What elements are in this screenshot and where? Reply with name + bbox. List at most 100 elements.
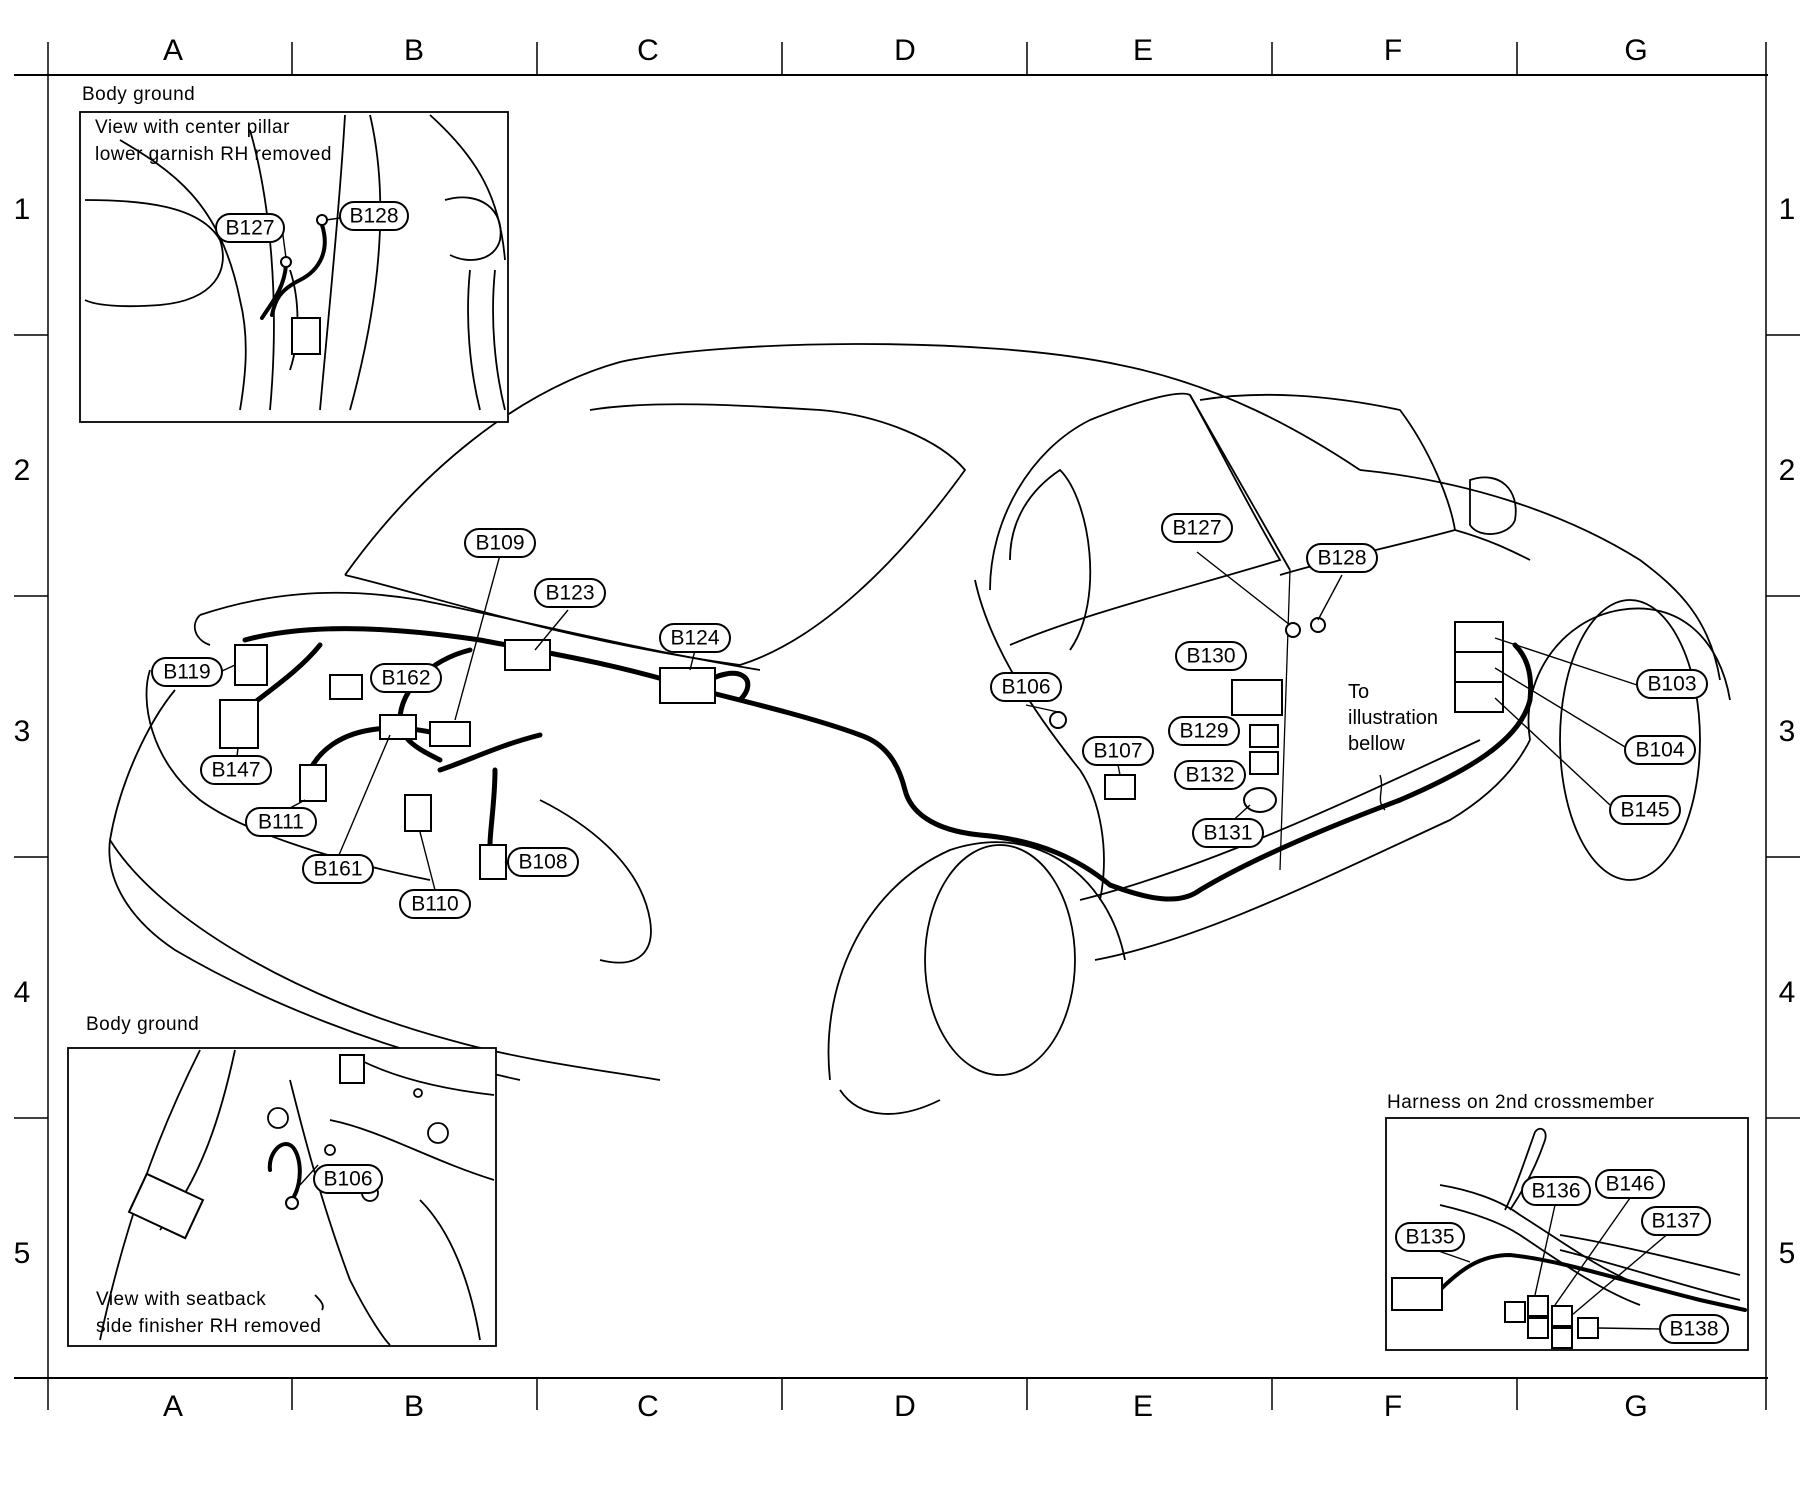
- callout-b108: B108: [507, 847, 579, 877]
- col-label-e-bottom: E: [1133, 1390, 1153, 1423]
- callout-b128: B128: [1306, 543, 1378, 573]
- col-label-g-top: G: [1624, 34, 1647, 67]
- callout-b132: B132: [1174, 760, 1246, 790]
- grid-frame: [14, 42, 1800, 1410]
- svg-text:B161: B161: [313, 858, 362, 881]
- car-connectors: [219, 617, 1504, 880]
- inset-top-left-heading: Body ground: [82, 84, 195, 105]
- callout-b110: B110: [399, 889, 471, 919]
- callout-b124: B124: [659, 623, 731, 653]
- row-label-1-right: 1: [1779, 193, 1796, 226]
- row-label-3-right: 3: [1779, 715, 1796, 748]
- callout-b106: B106: [990, 672, 1062, 702]
- col-label-c-bottom: C: [637, 1390, 659, 1423]
- inset-bottom-left-caption-1: View with seatback: [96, 1289, 266, 1310]
- svg-text:B106: B106: [323, 1168, 372, 1191]
- svg-text:B132: B132: [1185, 764, 1234, 787]
- callout-b127: B127: [1161, 513, 1233, 543]
- inset-top-left-caption-2: lower garnish RH removed: [95, 144, 332, 165]
- callout-b109: B109: [464, 528, 536, 558]
- svg-text:B110: B110: [411, 893, 459, 916]
- svg-text:B145: B145: [1620, 799, 1669, 822]
- svg-text:B128: B128: [1317, 547, 1366, 570]
- note-line-2: illustration: [1348, 707, 1438, 729]
- inset-bottom-right-callout-b136: B136: [1521, 1176, 1591, 1206]
- svg-text:B119: B119: [163, 661, 211, 684]
- inset-top-left-frame: [79, 111, 509, 423]
- svg-text:B131: B131: [1203, 822, 1252, 845]
- note-line-3: bellow: [1348, 733, 1405, 755]
- car-body-outline: [108, 343, 1731, 1115]
- callout-b107: B107: [1082, 736, 1154, 766]
- row-label-2-left: 2: [14, 454, 31, 487]
- col-label-f-bottom: F: [1384, 1390, 1402, 1423]
- inset-bottom-left-heading: Body ground: [86, 1014, 199, 1035]
- svg-text:B135: B135: [1405, 1226, 1454, 1249]
- inset-bottom-right-callout-b138: B138: [1659, 1314, 1729, 1344]
- svg-text:B127: B127: [225, 217, 274, 240]
- col-label-c-top: C: [637, 34, 659, 67]
- callout-b103: B103: [1636, 669, 1708, 699]
- row-label-3-left: 3: [14, 715, 31, 748]
- svg-text:B129: B129: [1179, 720, 1228, 743]
- inset-bottom-right-callout-b135: B135: [1395, 1222, 1465, 1252]
- col-label-a-top: A: [163, 34, 183, 67]
- row-label-2-right: 2: [1779, 454, 1796, 487]
- callout-b147: B147: [200, 755, 272, 785]
- callout-b162: B162: [370, 663, 442, 693]
- svg-text:B127: B127: [1172, 517, 1221, 540]
- col-label-b-bottom: B: [404, 1390, 424, 1423]
- col-label-d-bottom: D: [894, 1390, 916, 1423]
- svg-text:B106: B106: [1001, 676, 1050, 699]
- inset-top-left-drawing: [84, 114, 506, 411]
- svg-text:B136: B136: [1531, 1180, 1580, 1203]
- svg-text:B128: B128: [349, 205, 398, 228]
- col-label-f-top: F: [1384, 34, 1402, 67]
- svg-text:B147: B147: [211, 759, 260, 782]
- svg-text:B146: B146: [1605, 1173, 1654, 1196]
- callout-b131: B131: [1192, 818, 1264, 848]
- note-line-1: To: [1348, 681, 1369, 703]
- callout-b145: B145: [1609, 795, 1681, 825]
- callout-b161: B161: [302, 854, 374, 884]
- svg-text:B107: B107: [1093, 740, 1142, 763]
- col-label-b-top: B: [404, 34, 424, 67]
- col-label-g-bottom: G: [1624, 1390, 1647, 1423]
- inset-bottom-right-drawing: [1391, 1127, 1747, 1349]
- svg-text:B109: B109: [475, 532, 524, 555]
- col-label-a-bottom: A: [163, 1390, 183, 1423]
- inset-bottom-right-callout-b137: B137: [1641, 1206, 1711, 1236]
- inset-bottom-left-callout-b106: B106: [313, 1164, 383, 1194]
- svg-text:B103: B103: [1647, 673, 1696, 696]
- col-label-d-top: D: [894, 34, 916, 67]
- callout-b119: B119: [151, 657, 223, 687]
- inset-bottom-left-drawing: [99, 1049, 495, 1346]
- inset-bottom-left-caption-2: side finisher RH removed: [96, 1316, 321, 1337]
- svg-text:B111: B111: [258, 811, 304, 834]
- row-label-5-left: 5: [14, 1237, 31, 1270]
- inset-bottom-right-heading: Harness on 2nd crossmember: [1387, 1092, 1655, 1113]
- svg-text:B162: B162: [381, 667, 430, 690]
- inset-top-left-callout-b127: B127: [215, 213, 285, 243]
- row-label-1-left: 1: [14, 193, 31, 226]
- callout-b130: B130: [1175, 641, 1247, 671]
- row-label-4-right: 4: [1779, 976, 1796, 1009]
- inset-bottom-right-callout-b146: B146: [1595, 1169, 1665, 1199]
- callout-b123: B123: [534, 578, 606, 608]
- svg-text:B124: B124: [670, 627, 719, 650]
- svg-text:B138: B138: [1669, 1318, 1718, 1341]
- svg-text:B123: B123: [545, 582, 594, 605]
- inset-top-left-caption-1: View with center pillar: [95, 117, 290, 138]
- svg-text:B130: B130: [1186, 645, 1235, 668]
- svg-text:B104: B104: [1635, 739, 1684, 762]
- callout-b104: B104: [1624, 735, 1696, 765]
- callout-b111: B111: [245, 807, 317, 837]
- svg-text:B137: B137: [1651, 1210, 1700, 1233]
- row-label-5-right: 5: [1779, 1237, 1796, 1270]
- row-label-4-left: 4: [14, 976, 31, 1009]
- svg-text:B108: B108: [518, 851, 567, 874]
- inset-top-left-callout-b128: B128: [339, 201, 409, 231]
- callout-b129: B129: [1168, 716, 1240, 746]
- col-label-e-top: E: [1133, 34, 1153, 67]
